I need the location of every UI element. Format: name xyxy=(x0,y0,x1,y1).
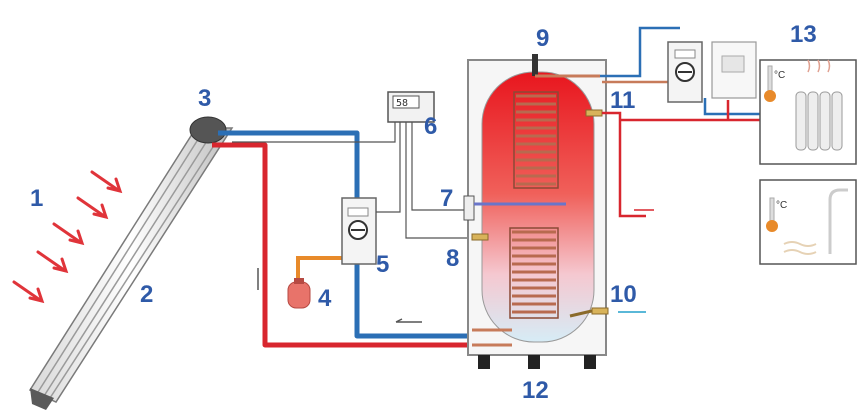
shower-panel: °C xyxy=(759,179,857,265)
upper-sensor-icon xyxy=(585,109,603,117)
hot-pipe xyxy=(212,142,472,348)
heat-waves-icon xyxy=(807,59,831,73)
label-13: 13 xyxy=(790,21,817,48)
label-4: 4 xyxy=(318,285,332,312)
label-5: 5 xyxy=(376,251,389,278)
controller-icon: 58 xyxy=(387,91,435,123)
flow-arrow-icon xyxy=(395,318,422,323)
label-8: 8 xyxy=(446,245,459,272)
label-3: 3 xyxy=(198,85,211,112)
shower-temp-symbol: °C xyxy=(776,200,787,211)
hot-outlet-icon xyxy=(532,54,600,78)
label-10: 10 xyxy=(610,281,637,308)
expansion-vessel-icon xyxy=(287,278,311,309)
water-waves-icon xyxy=(783,241,817,255)
collector-sensor-icon xyxy=(189,116,227,144)
heating-circuit-pipes xyxy=(600,26,760,218)
label-11: 11 xyxy=(610,87,635,114)
thermometer-icon xyxy=(766,197,778,232)
label-6: 6 xyxy=(424,113,437,140)
storage-tank xyxy=(467,59,607,369)
label-7: 7 xyxy=(440,185,453,212)
shower-head-icon xyxy=(828,188,848,254)
sun-rays-icon xyxy=(12,170,123,304)
heating-pump-icon xyxy=(667,41,703,103)
radiator-icon xyxy=(795,91,843,151)
thermometer-icon xyxy=(764,65,776,102)
radiator-panel: °C xyxy=(759,59,857,165)
tank-sensor-icon xyxy=(463,195,566,221)
label-9: 9 xyxy=(536,25,549,52)
label-2: 2 xyxy=(140,281,153,308)
controller-display: 58 xyxy=(396,98,408,109)
pump-station-icon xyxy=(341,197,377,265)
label-12: 12 xyxy=(522,377,549,404)
control-wires xyxy=(232,122,480,239)
label-1: 1 xyxy=(30,185,43,212)
expansion-pipe xyxy=(296,256,342,282)
return-sensor-icon xyxy=(471,233,489,241)
cold-inlet-icon xyxy=(569,307,646,318)
room-temp-symbol: °C xyxy=(774,70,785,81)
boiler-icon xyxy=(711,41,757,99)
